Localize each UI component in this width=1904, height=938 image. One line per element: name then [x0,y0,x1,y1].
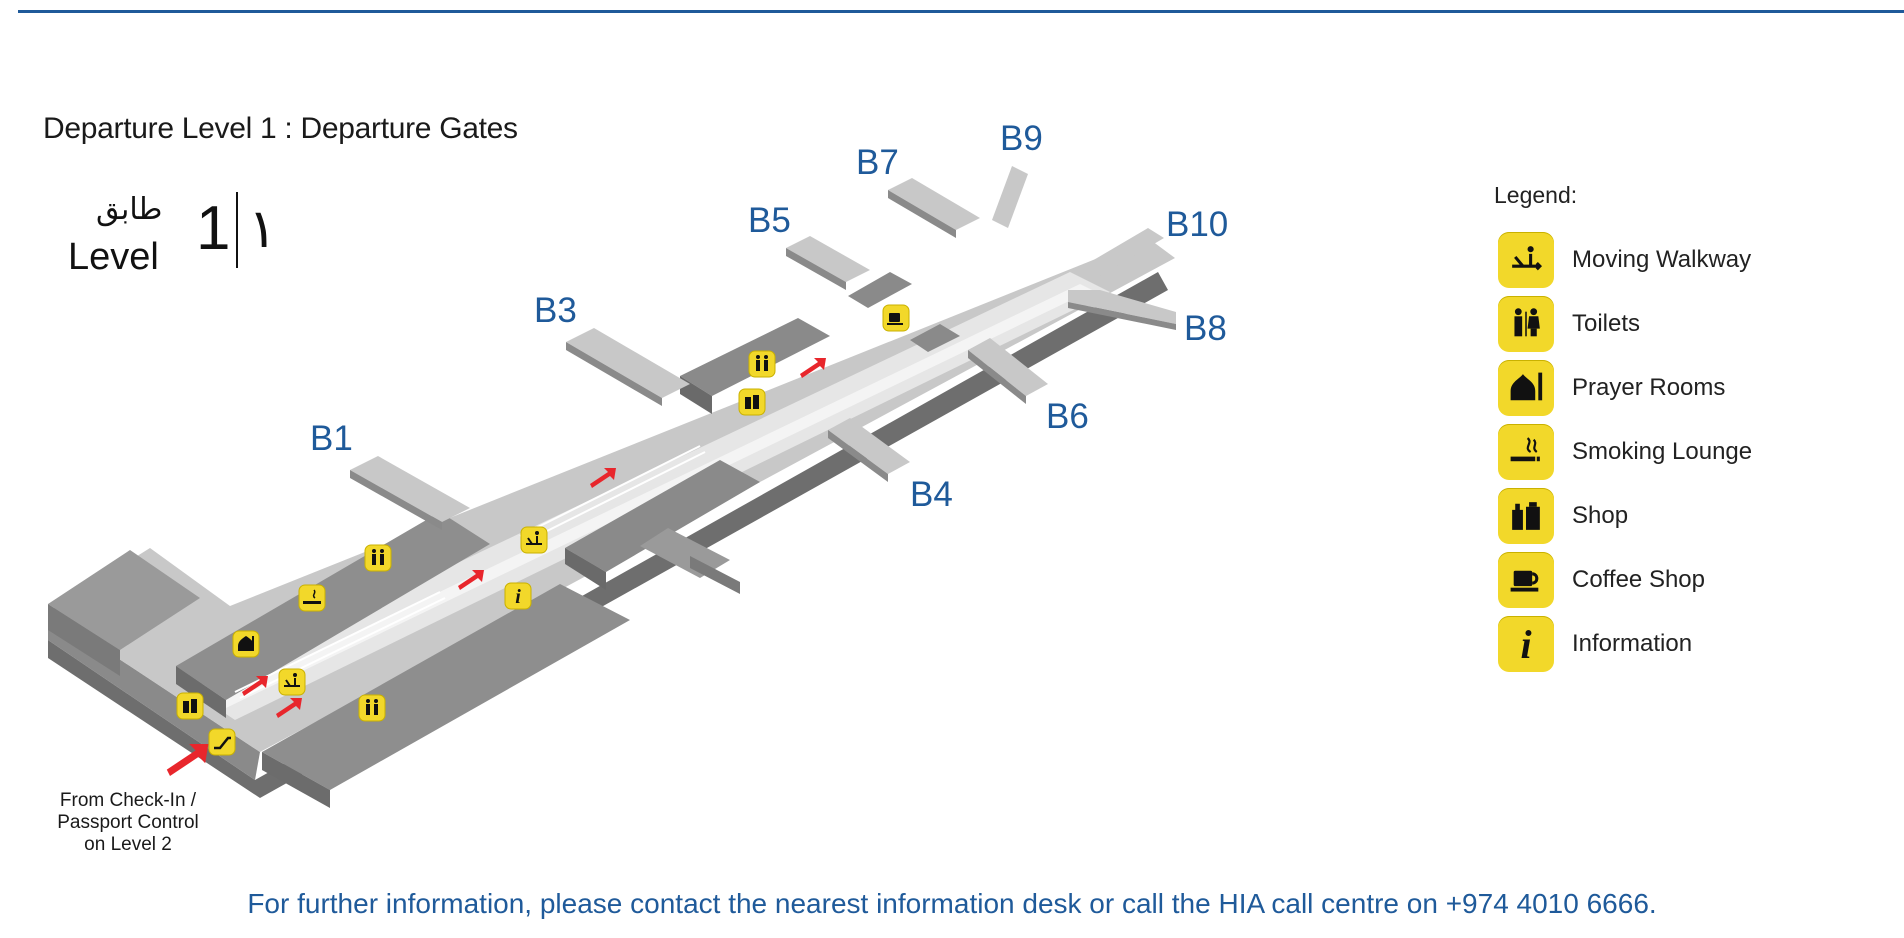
legend-label: Smoking Lounge [1572,438,1753,465]
moving-walkway-icon [278,668,306,696]
terminal-structure [48,238,1175,808]
level-label-english: Level [68,236,159,278]
toilets-icon [358,694,386,722]
from-note-line: on Level 2 [84,834,172,855]
top-rule [18,10,1904,13]
from-check-in-note: From Check-In / Passport Control on Leve… [40,790,216,856]
legend-item-shop: Shop [1498,484,1752,548]
gate-label-b3: B3 [534,291,577,330]
facility-icons: i [176,304,910,756]
prayer-rooms-icon [1498,360,1554,416]
information-icon: i [504,582,532,610]
toilets-icon [748,350,776,378]
gate-label-b4: B4 [910,475,953,514]
legend: Moving Walkway Toilets Prayer Rooms Smok… [1498,228,1752,676]
legend-item-coffee-shop: Coffee Shop [1498,548,1752,612]
moving-walkway-icon [520,526,548,554]
legend-item-prayer-rooms: Prayer Rooms [1498,356,1752,420]
legend-title: Legend: [1494,182,1578,208]
gate-label-b10: B10 [1166,205,1228,244]
legend-label: Shop [1572,502,1629,529]
legend-item-information: i Information [1498,612,1752,676]
from-note-line: Passport Control [57,812,199,833]
gate-label-b5: B5 [748,201,791,240]
smoking-lounge-icon [298,584,326,612]
level-label-arabic: طابق [96,192,163,227]
map-title: Departure Level 1 : Departure Gates [43,112,518,145]
escalator-icon [208,728,236,756]
footer-contact-info: For further information, please contact … [247,888,1657,919]
legend-label: Prayer Rooms [1572,374,1726,401]
smoking-lounge-icon [1498,424,1554,480]
legend-label: Toilets [1572,310,1641,337]
coffee-shop-icon [1498,552,1554,608]
legend-item-moving-walkway: Moving Walkway [1498,228,1752,292]
coffee-shop-icon [882,304,910,332]
prayer-rooms-icon [232,630,260,658]
level-number: 1 [196,194,231,263]
shop-icon [1498,488,1554,544]
moving-walkway-icon [1498,232,1554,288]
toilets-icon [364,544,392,572]
level-number-arabic: ١ [248,197,278,260]
information-icon: i [1498,616,1554,672]
legend-item-toilets: Toilets [1498,292,1752,356]
gate-piers [350,166,1176,530]
shop-icon [176,692,204,720]
toilets-icon [1498,296,1554,352]
legend-label: Information [1572,630,1693,657]
svg-text:i: i [1520,624,1531,664]
legend-label: Moving Walkway [1572,246,1752,273]
svg-text:i: i [515,586,521,608]
gate-labels: B1 B3 B4 B5 B6 B7 B8 B9 B10 [310,119,1228,514]
gate-label-b7: B7 [856,143,899,182]
shop-icon [738,388,766,416]
gate-label-b6: B6 [1046,397,1089,436]
gate-label-b1: B1 [310,419,353,458]
from-note-line: From Check-In / [59,790,197,811]
legend-item-smoking-lounge: Smoking Lounge [1498,420,1752,484]
gate-label-b9: B9 [1000,119,1043,158]
gate-label-b8: B8 [1184,309,1227,348]
legend-label: Coffee Shop [1572,566,1705,593]
level-divider [236,192,238,268]
